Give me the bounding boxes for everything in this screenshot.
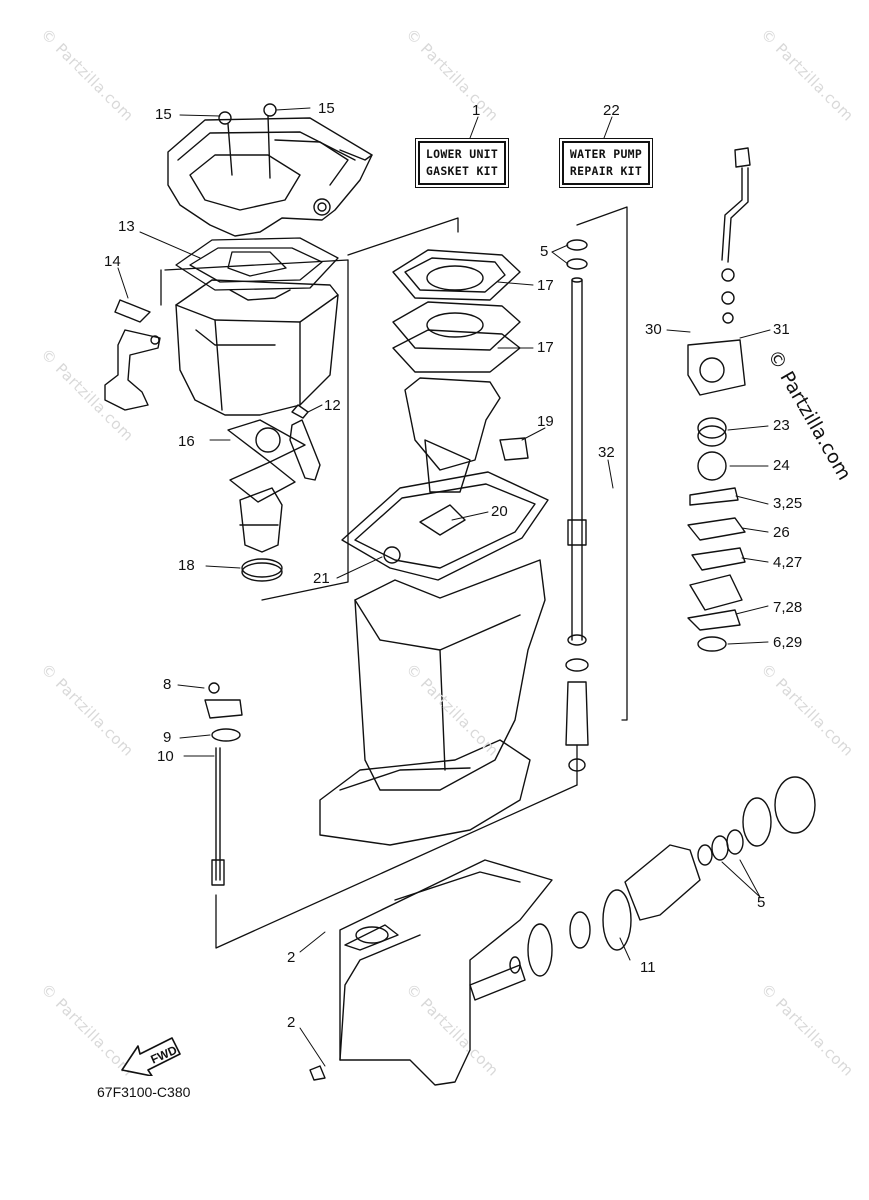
callout[interactable]: 17	[537, 277, 554, 294]
callout[interactable]: 2	[287, 949, 296, 966]
upper-casing	[104, 279, 339, 419]
callout[interactable]: 14	[104, 253, 121, 270]
diagram-code: 67F3100-C380	[97, 1084, 191, 1100]
callout[interactable]: 5	[540, 243, 549, 260]
kit-line-1: LOWER UNIT	[425, 147, 499, 161]
callout[interactable]: 15	[318, 100, 335, 117]
callout[interactable]: 22	[603, 102, 620, 119]
callout[interactable]: 10	[157, 748, 174, 765]
plate-16	[227, 419, 321, 582]
callout[interactable]: 12	[324, 397, 341, 414]
callout[interactable]: 8	[163, 676, 172, 693]
callout[interactable]: 18	[178, 557, 195, 574]
callout[interactable]: 31	[773, 321, 790, 338]
upper-case-part	[167, 103, 373, 237]
gasket-13	[175, 237, 339, 291]
callout[interactable]: 2	[287, 1014, 296, 1031]
callout[interactable]: 13	[118, 218, 135, 235]
water-pump-parts	[687, 147, 751, 652]
callout[interactable]: 6,29	[773, 634, 803, 651]
water-pump-repair-kit-box: WATER PUMP REPAIR KIT	[559, 138, 653, 188]
group-border-lines	[160, 206, 628, 949]
callout[interactable]: 21	[313, 570, 330, 587]
callout[interactable]: 32	[598, 444, 615, 461]
callout[interactable]: 24	[773, 457, 790, 474]
callout[interactable]: 9	[163, 729, 172, 746]
callout[interactable]: 23	[773, 417, 790, 434]
callout[interactable]: 5	[757, 894, 766, 911]
callout[interactable]: 16	[178, 433, 195, 450]
shift-rod-parts	[204, 682, 243, 886]
callout[interactable]: 11	[640, 959, 656, 976]
propeller-shaft-assembly	[469, 776, 816, 1001]
fwd-arrow-icon: FWD	[118, 1032, 190, 1081]
gear-case	[309, 859, 553, 1086]
callout[interactable]: 1	[472, 102, 481, 119]
kit-line-2: REPAIR KIT	[569, 164, 643, 178]
exhaust-guide-17	[392, 249, 529, 493]
leader-lines	[117, 107, 771, 1067]
kit-line-2: GASKET KIT	[425, 164, 499, 178]
callout[interactable]: 4,27	[773, 554, 803, 571]
callout[interactable]: 15	[155, 106, 172, 123]
callout[interactable]: 30	[645, 321, 662, 338]
lower-case-upper	[319, 471, 549, 846]
drive-shaft	[565, 239, 589, 772]
fwd-label: FWD	[148, 1043, 179, 1067]
callout[interactable]: 26	[773, 524, 790, 541]
lower-unit-gasket-kit-box: LOWER UNIT GASKET KIT	[415, 138, 509, 188]
kit-line-1: WATER PUMP	[569, 147, 643, 161]
callout[interactable]: 20	[491, 503, 508, 520]
callout[interactable]: 3,25	[773, 495, 803, 512]
callout[interactable]: 7,28	[773, 599, 803, 616]
callout[interactable]: 17	[537, 339, 554, 356]
callout[interactable]: 19	[537, 413, 554, 430]
